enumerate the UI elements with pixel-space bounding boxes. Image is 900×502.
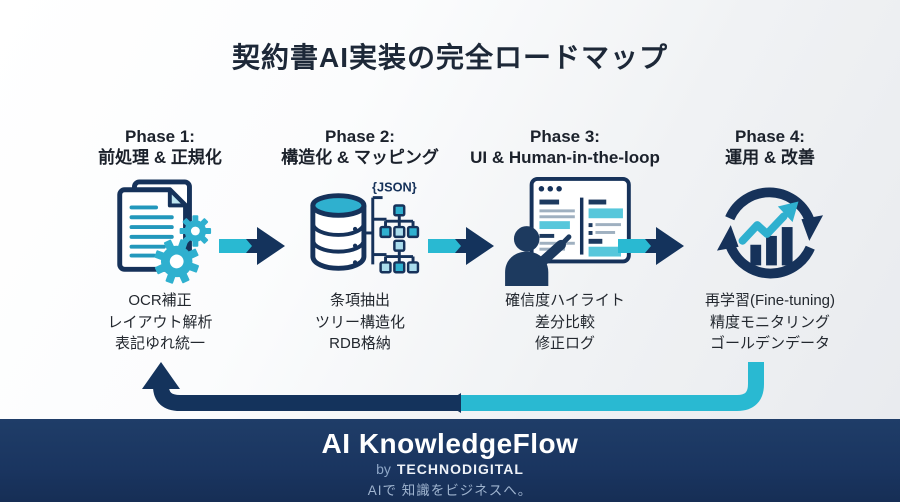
byline: by TECHNODIGITAL bbox=[0, 461, 900, 477]
phase-4-items: 再学習(Fine-tuning) 精度モニタリング ゴールデンデータ bbox=[655, 290, 885, 355]
list-item: 条項抽出 bbox=[329, 292, 390, 309]
phase-3-items: 確信度ハイライト 差分比較 修正ログ bbox=[445, 290, 685, 355]
list-item: 差分比較 bbox=[534, 313, 595, 331]
feedback-loop-arrow-icon bbox=[142, 362, 764, 413]
byline-prefix: by bbox=[376, 461, 391, 477]
human-review-ui-icon bbox=[445, 174, 685, 288]
list-item: 精度モニタリング bbox=[709, 313, 830, 331]
tagline: AIで 知識をビジネスへ。 bbox=[367, 483, 533, 498]
list-item: RDB格納 bbox=[329, 335, 391, 352]
list-item: ツリー構造化 bbox=[314, 313, 405, 331]
list-item: ゴールデンデータ bbox=[709, 335, 830, 352]
phase-2-column: Phase 2: 構造化 & マッピング {JSON} bbox=[255, 126, 465, 355]
company-name: TECHNODIGITAL bbox=[396, 461, 524, 477]
list-item: OCR補正 bbox=[128, 292, 192, 309]
phase-3-column: Phase 3: UI & Human-in-the-loop bbox=[445, 126, 685, 355]
page-title: 契約書AI実装の完全ロードマップ bbox=[231, 42, 668, 73]
list-item: 表記ゆれ統一 bbox=[114, 335, 205, 352]
list-item: 確信度ハイライト bbox=[505, 292, 625, 309]
phase-4-title: Phase 4: 運用 & 改善 bbox=[725, 127, 815, 167]
list-item: レイアウト解析 bbox=[107, 313, 213, 331]
brand-name: AI KnowledgeFlow bbox=[321, 428, 579, 459]
phase-1-items: OCR補正 レイアウト解析 表記ゆれ統一 bbox=[55, 290, 265, 355]
phase-2-title: Phase 2: 構造化 & マッピング bbox=[281, 127, 439, 167]
phase-3-title: Phase 3: UI & Human-in-the-loop bbox=[470, 127, 660, 167]
phase-2-items: 条項抽出 ツリー構造化 RDB格納 bbox=[255, 290, 465, 355]
phase-4-column: Phase 4: 運用 & 改善 再学習(Fine-tuning) 精度モニタリ… bbox=[655, 126, 885, 355]
json-label: {JSON} bbox=[372, 180, 417, 195]
phase1-to-phase2-arrow-icon bbox=[219, 227, 285, 265]
phase-1-title: Phase 1: 前処理 & 正規化 bbox=[98, 127, 222, 167]
footer-bar: AI KnowledgeFlow by TECHNODIGITAL AIで 知識を… bbox=[0, 419, 900, 502]
cycle-chart-icon bbox=[655, 174, 885, 288]
list-item: 再学習(Fine-tuning) bbox=[704, 292, 836, 309]
database-json-tree-icon: {JSON} bbox=[255, 174, 465, 288]
phase2-to-phase3-arrow-icon bbox=[428, 227, 494, 265]
list-item: 修正ログ bbox=[534, 335, 595, 352]
documents-gears-icon bbox=[55, 174, 265, 288]
phase-1-column: Phase 1: 前処理 & 正規化 bbox=[55, 126, 265, 355]
phase3-to-phase4-arrow-icon bbox=[618, 227, 684, 265]
